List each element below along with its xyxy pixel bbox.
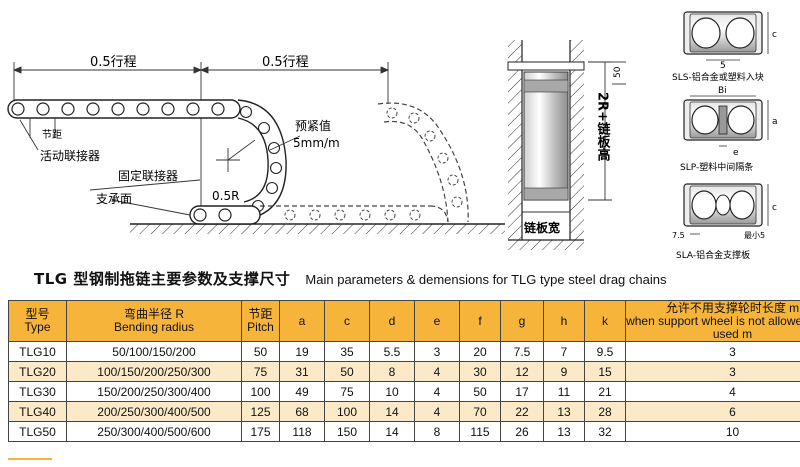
- fixed-connector-label: 固定联接器: [118, 168, 178, 183]
- sls-5-label: 5: [720, 61, 726, 71]
- sls-c-label: c: [772, 30, 777, 40]
- col-g: g: [500, 300, 544, 342]
- radius-label: 0.5R: [212, 189, 239, 203]
- side-view: [507, 40, 626, 250]
- slp-e-label: e: [733, 148, 739, 158]
- col-f: f: [459, 300, 501, 342]
- chain-upper-run: [7, 99, 241, 119]
- col-h: h: [543, 300, 585, 342]
- leader-lines: [19, 118, 301, 216]
- sla-detail: [683, 183, 769, 235]
- col-e: e: [414, 300, 460, 342]
- bottom-accent-bar: [8, 458, 794, 467]
- sla-75-label: 7.5: [672, 231, 685, 240]
- chain-bend-pins: [239, 105, 283, 213]
- stroke-dimension: [12, 62, 390, 215]
- chain-far-bend-dashed: [377, 102, 469, 223]
- col-c: c: [324, 300, 370, 342]
- dim-right-label: 0.5行程: [262, 55, 309, 70]
- slp-a-label: a: [772, 117, 778, 127]
- support-surface-label: 支承面: [96, 192, 132, 206]
- sla-caption: SLA-铝合金支撑板: [676, 249, 750, 261]
- moving-connector-label: 活动联接器: [40, 148, 100, 163]
- sla-c-label: c: [772, 203, 777, 213]
- height-label: 2R+链板高: [595, 92, 612, 162]
- drag-chain-diagram: 0.5行程 0.5行程: [7, 11, 778, 261]
- sla-min5-label: 最小5: [744, 231, 765, 240]
- slp-detail: [683, 95, 769, 147]
- title-en: Main parameters & demensions for TLG typ…: [305, 272, 667, 287]
- ground-surface: [130, 223, 505, 234]
- chain-lower-run: [189, 205, 430, 225]
- sls-detail: [683, 11, 769, 61]
- preload-title: 预紧值: [295, 118, 331, 133]
- title-cn: TLG 型钢制拖链主要参数及支撑尺寸: [34, 270, 291, 288]
- radius-marker: [216, 139, 256, 172]
- chain-bend-solid: [237, 99, 287, 219]
- section-title: TLG 型钢制拖链主要参数及支撑尺寸 Main parameters & dem…: [34, 268, 794, 290]
- col-a: a: [279, 300, 325, 342]
- sls-caption: SLS-铝合金或塑料入块: [672, 71, 764, 83]
- dim-50-label: 50: [613, 66, 623, 78]
- col-k: k: [584, 300, 626, 342]
- slp-caption: SLP-塑料中间隔条: [680, 161, 753, 173]
- dim-left-label: 0.5行程: [90, 55, 137, 70]
- pitch-label: 节距: [42, 129, 62, 141]
- col-d: d: [369, 300, 415, 342]
- slp-bi-label: Bi: [718, 86, 727, 96]
- preload-value: 5mm/m: [293, 136, 340, 150]
- width-label: 链板宽: [524, 220, 560, 235]
